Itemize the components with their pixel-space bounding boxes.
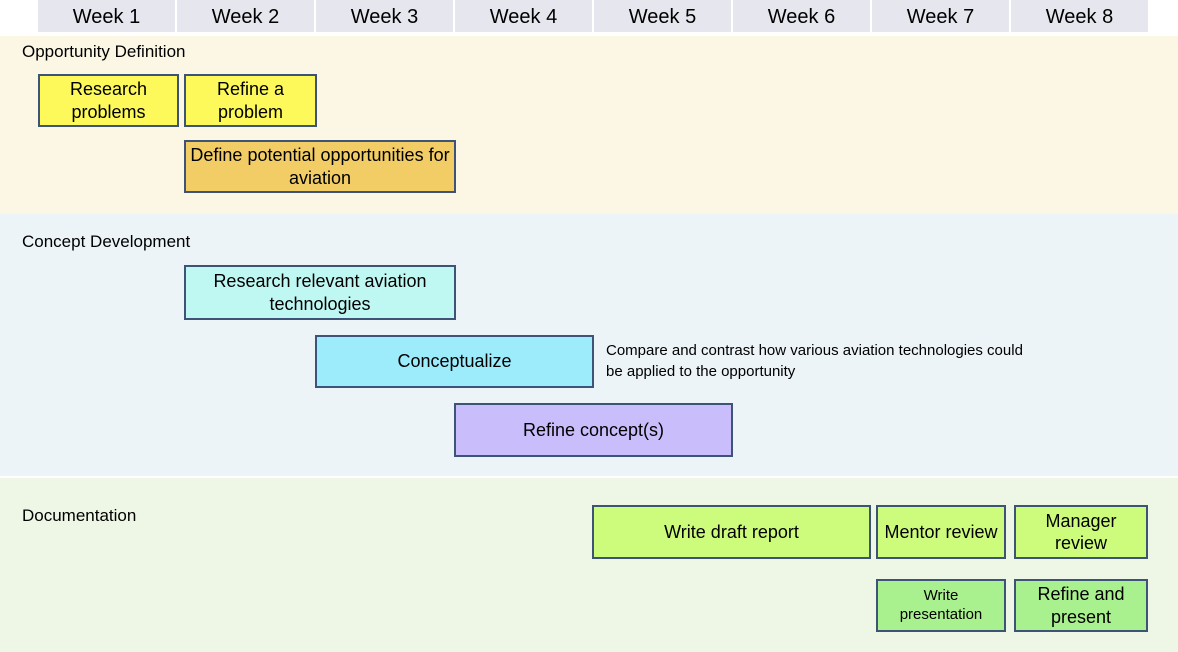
task-research-problems: Research problems: [38, 74, 179, 127]
week-header: Week 1 Week 2 Week 3 Week 4 Week 5 Week …: [38, 0, 1148, 32]
task-conceptualize: Conceptualize: [315, 335, 594, 388]
week-1-header: Week 1: [38, 0, 177, 32]
task-write-presentation: Write presentation: [876, 579, 1006, 632]
task-manager-review: Manager review: [1014, 505, 1148, 559]
week-8-header: Week 8: [1011, 0, 1148, 32]
phase-label: Concept Development: [22, 232, 191, 251]
task-define-potential-opportunities: Define potential opportunities for aviat…: [184, 140, 456, 193]
week-6-header: Week 6: [733, 0, 872, 32]
week-3-header: Week 3: [316, 0, 455, 32]
week-7-header: Week 7: [872, 0, 1011, 32]
task-refine-concepts: Refine concept(s): [454, 403, 733, 457]
conceptualize-note: Compare and contrast how various aviatio…: [606, 342, 1023, 380]
task-mentor-review: Mentor review: [876, 505, 1006, 559]
week-5-header: Week 5: [594, 0, 733, 32]
task-refine-a-problem: Refine a problem: [184, 74, 317, 127]
week-2-header: Week 2: [177, 0, 316, 32]
phase-label: Opportunity Definition: [22, 42, 186, 61]
task-research-aviation-technologies: Research relevant aviation technologies: [184, 265, 456, 320]
week-4-header: Week 4: [455, 0, 594, 32]
task-write-draft-report: Write draft report: [592, 505, 871, 559]
task-refine-and-present: Refine and present: [1014, 579, 1148, 632]
phase-label: Documentation: [22, 506, 137, 525]
